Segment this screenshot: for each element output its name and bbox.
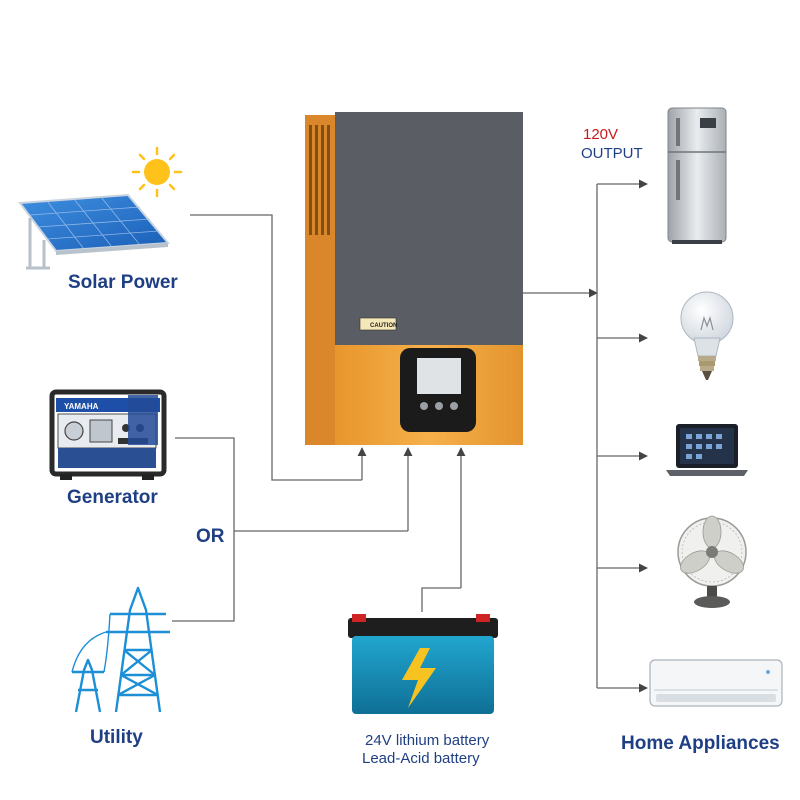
battery-type-1: lithium battery xyxy=(391,732,490,749)
utility-tower-icon xyxy=(71,586,170,713)
battery-type-2: Lead-Acid battery xyxy=(362,750,480,767)
battery-voltage: 24V xyxy=(365,732,392,749)
sun-icon xyxy=(131,146,183,198)
generator-icon: YAMAHA xyxy=(49,389,167,480)
fan-icon xyxy=(677,515,747,608)
home-appliances-label: Home Appliances xyxy=(621,733,780,754)
solar-panel-icon xyxy=(18,193,171,270)
light-bulb-icon xyxy=(680,291,734,380)
utility-label: Utility xyxy=(90,727,143,748)
or-label: OR xyxy=(196,526,225,547)
connection-lines xyxy=(172,179,648,693)
solar-power-label: Solar Power xyxy=(68,272,178,293)
air-conditioner-icon xyxy=(649,659,783,707)
battery-icon xyxy=(348,614,498,714)
generator-label: Generator xyxy=(67,487,158,508)
inverter-unit: CAUTION xyxy=(305,112,523,445)
caution-label: CAUTION xyxy=(370,323,397,329)
output-label: OUTPUT xyxy=(581,145,643,162)
generator-line xyxy=(172,437,235,622)
output-voltage: 120V xyxy=(583,126,619,143)
battery-line xyxy=(421,587,461,612)
battery-line1: 24V lithium battery xyxy=(365,732,489,749)
refrigerator-icon xyxy=(667,107,727,244)
laptop-icon xyxy=(666,424,748,476)
solar-line xyxy=(190,214,362,481)
generator-brand: YAMAHA xyxy=(64,402,99,411)
